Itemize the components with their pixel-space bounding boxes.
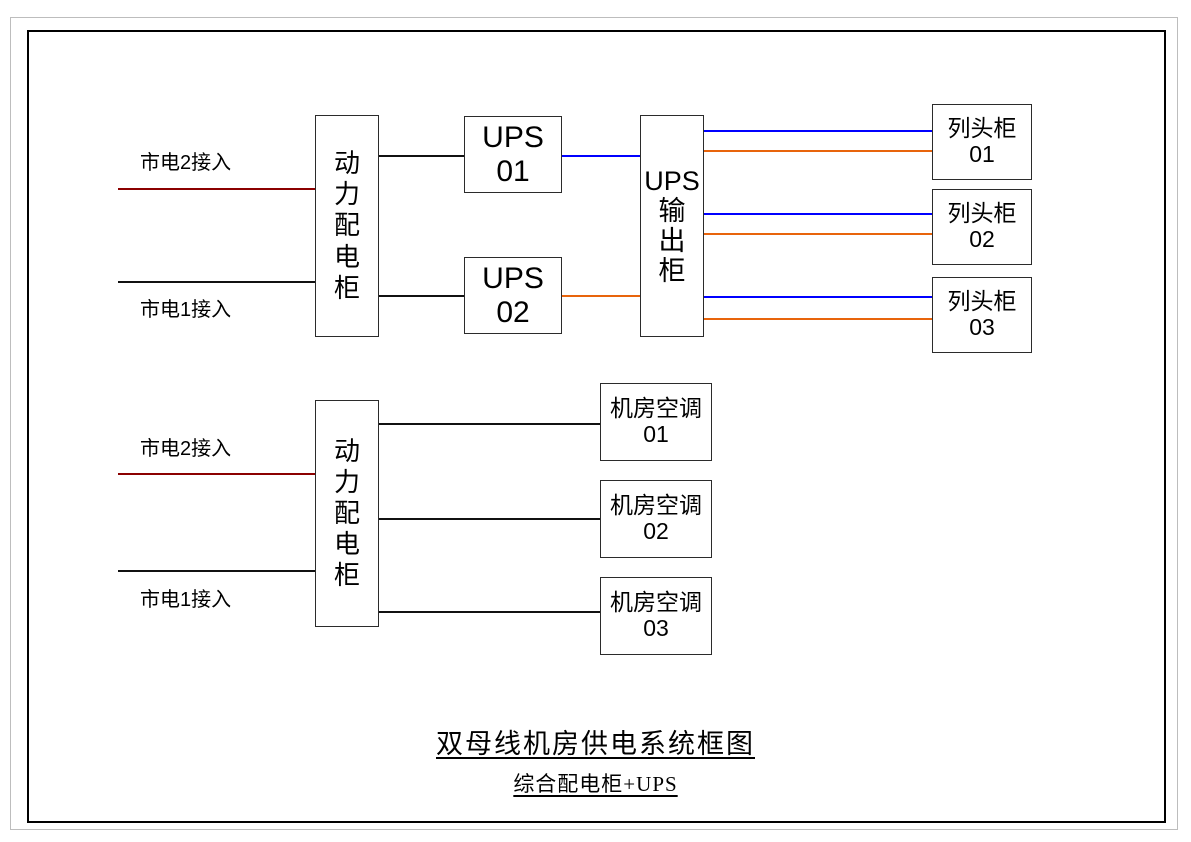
terminal-cabinet-number: 03 [969,314,995,340]
air-conditioner-number: 02 [643,518,669,544]
air-conditioner-01[interactable]: 机房空调 01 [600,383,712,461]
air-conditioner-03[interactable]: 机房空调 03 [600,577,712,655]
wire-cabinet-to-ups02 [379,295,465,297]
inner-diagram-border [27,30,1166,823]
output-cabinet-char: 柜 [658,256,686,287]
wire-ups02-to-output-cabinet [562,295,642,297]
terminal-cabinet-number: 02 [969,226,995,252]
power-distribution-cabinet-hvac[interactable]: 动 力 配 电 柜 [315,400,379,627]
cabinet-char: 电 [333,529,360,560]
output-cabinet-title: UPS [644,165,700,196]
outer-page-frame [10,17,1178,830]
terminal-cabinet-number: 01 [969,141,995,167]
ups-unit-01[interactable]: UPS 01 [464,116,562,193]
mains1-wire-hvac [118,570,316,572]
wire-output-to-terminal03-orange [704,318,933,320]
mains1-wire-ups [118,281,316,283]
diagram-title-text: 双母线机房供电系统框图 [436,729,755,759]
ups-unit-title: UPS [482,120,544,154]
air-conditioner-title: 机房空调 [610,395,702,422]
wire-cabinet-to-ac03 [379,611,602,613]
cabinet-char: 电 [333,241,360,272]
mains2-wire-hvac [118,473,316,475]
mains2-wire-ups [118,188,316,190]
mains2-label-hvac: 市电2接入 [140,438,232,460]
wire-output-to-terminal01-orange [704,150,933,152]
mains1-label-ups: 市电1接入 [140,299,232,321]
terminal-cabinet-title: 列头柜 [947,115,1017,142]
ups-output-cabinet[interactable]: UPS 输 出 柜 [640,115,704,337]
cabinet-char: 动 [333,148,360,179]
mains1-label-hvac: 市电1接入 [140,589,232,611]
terminal-cabinet-title: 列头柜 [947,288,1017,315]
wire-ups01-to-output-cabinet [562,155,642,157]
power-distribution-cabinet-ups[interactable]: 动 力 配 电 柜 [315,115,379,337]
cabinet-char: 配 [333,497,360,528]
air-conditioner-02[interactable]: 机房空调 02 [600,480,712,558]
wire-cabinet-to-ups01 [379,155,465,157]
cabinet-char: 柜 [333,560,360,591]
air-conditioner-title: 机房空调 [610,589,702,616]
wire-output-to-terminal01-blue [704,130,933,132]
wire-cabinet-to-ac01 [379,423,602,425]
ups-unit-title: UPS [482,261,544,295]
terminal-cabinet-03[interactable]: 列头柜 03 [932,277,1032,353]
ups-unit-number: 02 [496,295,530,329]
diagram-subtitle: 综合配电柜+UPS [0,768,1191,798]
terminal-cabinet-01[interactable]: 列头柜 01 [932,104,1032,180]
diagram-title: 双母线机房供电系统框图 [0,722,1191,761]
cabinet-char: 配 [333,210,360,241]
ups-unit-number: 01 [496,154,530,188]
air-conditioner-number: 01 [643,421,669,447]
cabinet-char: 柜 [333,272,360,303]
cabinet-char: 动 [333,435,360,466]
wire-output-to-terminal02-blue [704,213,933,215]
wire-output-to-terminal03-blue [704,296,933,298]
mains2-label-ups: 市电2接入 [140,152,232,174]
terminal-cabinet-02[interactable]: 列头柜 02 [932,189,1032,265]
output-cabinet-char: 出 [658,226,686,256]
terminal-cabinet-title: 列头柜 [947,200,1017,227]
wire-cabinet-to-ac02 [379,518,602,520]
air-conditioner-number: 03 [643,615,669,641]
output-cabinet-char: 输 [658,195,686,226]
diagram-subtitle-text: 综合配电柜+UPS [513,772,678,796]
cabinet-char: 力 [333,466,360,497]
air-conditioner-title: 机房空调 [610,492,702,519]
wire-output-to-terminal02-orange [704,233,933,235]
ups-unit-02[interactable]: UPS 02 [464,257,562,334]
cabinet-char: 力 [333,179,360,210]
